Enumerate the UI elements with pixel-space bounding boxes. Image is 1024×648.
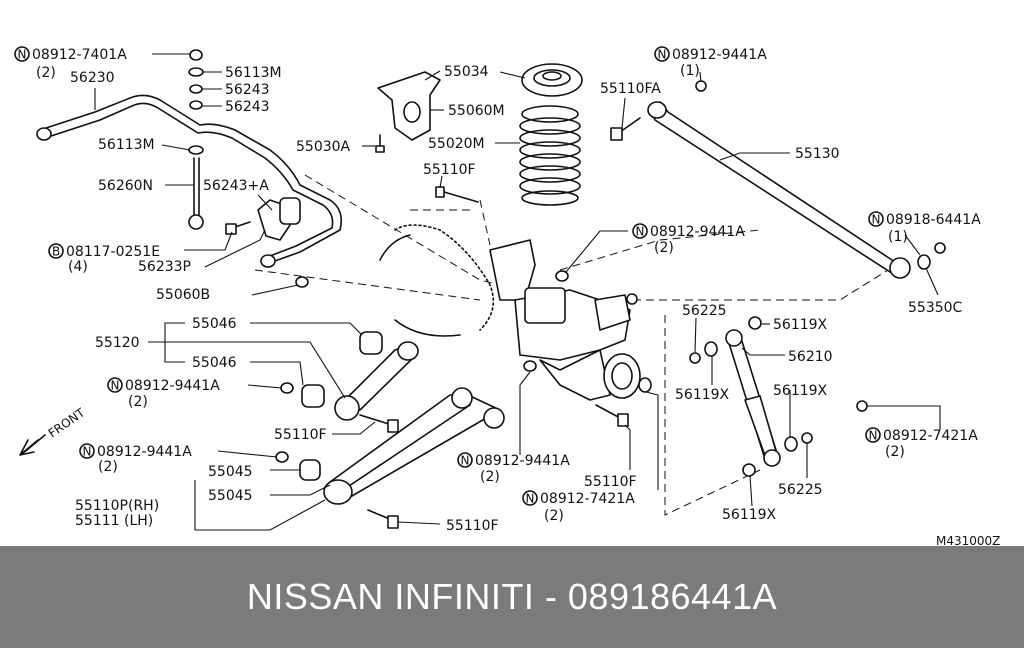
label-n5: 08912-9441A <box>125 378 220 394</box>
label-n5-qty: (2) <box>128 394 148 410</box>
label-56243-a: 56243 <box>225 82 270 98</box>
label-n8-qty: (2) <box>544 508 564 524</box>
label-n9: 08912-7421A <box>883 428 978 444</box>
label-56243-plus-a: 56243+A <box>203 178 269 194</box>
label-55060m: 55060M <box>448 103 505 119</box>
svg-text:N: N <box>636 225 645 239</box>
label-56260n: 56260N <box>98 178 153 194</box>
bumper-bracket <box>375 71 441 153</box>
label-n7: 08912-9441A <box>475 453 570 469</box>
nut-n4 <box>555 270 569 282</box>
label-55110f-top: 55110F <box>423 162 476 178</box>
label-56119x-2: 56119X <box>675 387 730 403</box>
axle-housing <box>489 239 641 401</box>
title-banner: NISSAN INFINITI - 089186441A <box>0 546 1024 648</box>
label-n8: 08912-7421A <box>540 491 635 507</box>
label-55350c: 55350C <box>908 300 963 316</box>
label-n3-qty: (1) <box>888 229 908 245</box>
label-b1-qty: (4) <box>68 259 88 275</box>
stabilizer-link <box>188 157 204 230</box>
label-n1: 08912-7401A <box>32 47 127 63</box>
label-55130: 55130 <box>795 146 840 162</box>
label-56210: 56210 <box>788 349 833 365</box>
bolt-55110f-housing <box>595 404 629 427</box>
label-55111: 55111 (LH) <box>75 513 153 529</box>
banner-title: NISSAN INFINITI - 089186441A <box>246 576 778 617</box>
backing-plate <box>379 224 495 337</box>
svg-text:N: N <box>526 492 535 506</box>
label-55110p: 55110P(RH) <box>75 498 159 514</box>
exploded-view-drawing: FRONT <box>14 46 1000 546</box>
leader-lines <box>94 53 941 531</box>
nut-n8 <box>638 377 652 393</box>
bushing-stack <box>188 49 204 155</box>
svg-text:N: N <box>869 429 878 443</box>
svg-text:N: N <box>658 48 667 62</box>
label-55110f-bottom: 55110F <box>446 518 499 534</box>
nut-housing <box>626 293 638 305</box>
lower-link <box>275 387 505 529</box>
nut-n7 <box>523 360 537 372</box>
label-n2: 08912-9441A <box>672 47 767 63</box>
label-55046-a: 55046 <box>192 316 237 332</box>
label-n3: 08918-6441A <box>886 212 981 228</box>
label-56119x-3: 56119X <box>773 383 828 399</box>
label-55110f-housing: 55110F <box>584 474 637 490</box>
label-56225-top: 56225 <box>682 303 727 319</box>
bolt-55110f-top <box>435 186 479 203</box>
front-arrow-icon <box>19 434 46 456</box>
label-55120: 55120 <box>95 335 140 351</box>
part-labels: 08912-7401A (2) 56230 56113M 56243 56243… <box>32 47 981 534</box>
svg-text:N: N <box>18 48 27 62</box>
svg-text:N: N <box>111 379 120 393</box>
label-n2-qty: (1) <box>680 63 700 79</box>
label-56230: 56230 <box>70 70 115 86</box>
label-n6-qty: (2) <box>98 459 118 475</box>
label-55045-b: 55045 <box>208 488 253 504</box>
stabilizer-bar <box>36 94 343 268</box>
label-56113m: 56113M <box>98 137 155 153</box>
label-b1: 08117-0251E <box>66 244 160 260</box>
shock-absorber <box>689 316 868 477</box>
label-55046-b: 55046 <box>192 355 237 371</box>
label-56225-bottom: 56225 <box>778 482 823 498</box>
circle-badges: N B N N N N N N N N <box>14 46 884 506</box>
label-55045-a: 55045 <box>208 464 253 480</box>
svg-text:N: N <box>461 454 470 468</box>
nut-55060b <box>295 276 309 288</box>
svg-text:B: B <box>52 245 60 259</box>
spring-seat <box>521 63 583 97</box>
label-n6: 08912-9441A <box>97 444 192 460</box>
lateral-rod <box>610 80 946 279</box>
label-n4: 08912-9441A <box>650 224 745 240</box>
label-55060b: 55060B <box>156 287 210 303</box>
label-n1-qty: (2) <box>36 65 56 81</box>
front-label: FRONT <box>46 405 88 440</box>
label-56243-b: 56243 <box>225 99 270 115</box>
label-n4-qty: (2) <box>654 240 674 256</box>
label-55110fa: 55110FA <box>600 81 661 97</box>
label-55110f-mid: 55110F <box>274 427 327 443</box>
parts-diagram: FRONT <box>14 46 1001 546</box>
label-55030a: 55030A <box>296 139 351 155</box>
label-56233p: 56233P <box>138 259 191 275</box>
svg-text:N: N <box>872 213 881 227</box>
label-56113m-top: 56113M <box>225 65 282 81</box>
label-n9-qty: (2) <box>885 444 905 460</box>
label-56119x-1: 56119X <box>773 317 828 333</box>
coil-spring <box>519 105 581 206</box>
svg-text:N: N <box>83 445 92 459</box>
label-55020m: 55020M <box>428 136 485 152</box>
label-55034: 55034 <box>444 64 489 80</box>
bushing-clamp <box>225 197 301 241</box>
label-n7-qty: (2) <box>480 469 500 485</box>
diagram-code: M431000Z <box>936 534 1000 546</box>
dashed-guides <box>254 174 889 516</box>
label-56119x-4: 56119X <box>722 507 777 523</box>
upper-link <box>280 331 419 433</box>
